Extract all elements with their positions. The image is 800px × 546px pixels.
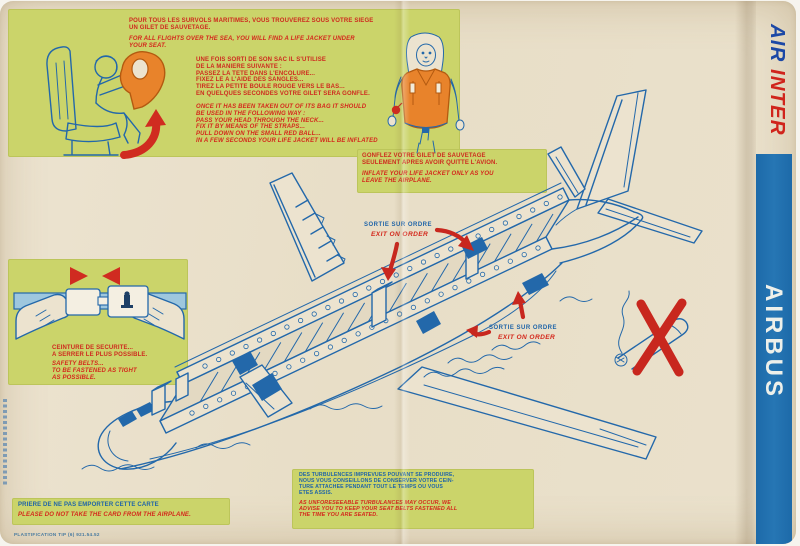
exit-door-front [252,373,282,401]
exit-rear-label-en: EXIT ON ORDER [498,334,556,341]
retrieve-arrow [120,109,166,159]
life-jacket-worn [401,68,451,129]
cabin-floor [159,199,570,422]
seat-cushion [65,122,121,143]
legs [416,140,436,154]
exit-arrow-front-down [381,241,400,281]
keep-card-fr: PRIERE DE NE PAS EMPORTER CETTE CARTE [18,502,159,508]
waist-cords [404,122,448,145]
exit-rear-label-fr: SORTIE SUR ORDRE [489,325,558,331]
exit-doors [232,237,549,401]
face [416,43,436,67]
tail-fin [547,89,703,264]
life-jacket-details [409,68,442,105]
exit-door-rear [522,273,549,295]
print-reference: PLASTIFICATION TIP (6) 921.54.52 [14,532,100,537]
seat-belt-illustration [13,267,187,340]
life-jacket-location-en: FOR ALL FLIGHTS OVER THE SEA, YOU WILL F… [129,36,355,49]
no-smoking-icon [614,290,689,377]
pull-arrows [70,267,120,285]
panel-turbulence [292,469,534,529]
exit-arrow-rear-up [512,291,526,320]
exit-arrow-front-right [434,227,474,251]
exit-door-front-left [232,351,258,375]
air-inter-logo-air: AIR [766,24,789,63]
life-jacket-usage-fr: UNE FOIS SORTI DE SON SAC IL S'UTILISE D… [196,57,370,97]
exit-door-mid [462,237,488,259]
inflate-notice-fr: GONFLEZ VOTRE GILET DE SAUVETAGE SEULEME… [362,153,498,166]
left-wing [269,172,346,282]
panel-keep-card [12,498,230,525]
turbulence-fr: DES TURBULENCES IMPREVUES POUVANT SE PRO… [299,472,455,496]
exit-door-overwing [416,311,441,334]
red-pull-ball [391,102,403,115]
panel-inflate-notice [357,149,547,193]
life-jacket [119,51,166,110]
air-inter-logo: AIR INTER [765,24,789,136]
airbus-banner-text: AIRBUS [760,284,787,401]
seat-back [46,46,77,132]
life-jacket-location-fr: POUR TOUS LES SURVOLS MARITIMES, VOUS TR… [129,18,374,31]
inflate-notice-en: INFLATE YOUR LIFE JACKET ONLY AS YOU LEA… [362,171,494,184]
panel-life-jacket [8,9,460,157]
spine-printer-mark [3,399,7,485]
exit-arrow-rear-left [466,325,492,338]
standing-passenger-illustration [387,32,465,154]
seated-passenger-illustration [46,46,166,159]
exit-front-label-fr: SORTIE SUR ORDRE [364,222,433,228]
seat-belts-fr: CEINTURE DE SECURITE... A SERRER LE PLUS… [52,345,148,358]
keep-card-en: PLEASE DO NOT TAKE THE CARD FROM THE AIR… [18,512,191,518]
turbulence-en: AS UNFORESEEABLE TURBULANCES MAY OCCUR, … [299,500,458,519]
life-jacket-neck-hole [131,58,149,80]
seat-belts-en: SAFETY BELTS... TO BE FASTENED AS TIGHT … [52,361,137,381]
buckle-tongue-half [65,288,101,316]
air-inter-logo-inter: INTER [766,69,789,136]
right-wing [397,366,657,460]
buckle-latch-lever [121,291,133,308]
life-jacket-usage-en: ONCE IT HAS BEEN TAKEN OUT OF ITS BAG IT… [196,104,378,144]
exit-front-label-en: EXIT ON ORDER [371,231,429,238]
water-lines [81,296,593,472]
airbus-banner [756,154,792,544]
far-windows [202,194,563,369]
